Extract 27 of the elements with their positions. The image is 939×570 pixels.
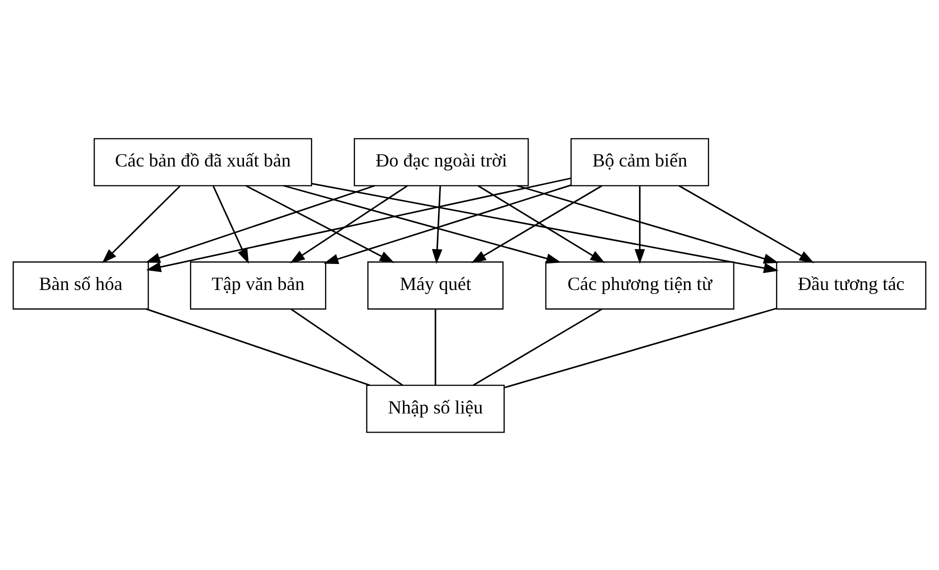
node-box: Đo đạc ngoài trời — [354, 138, 529, 186]
arrow — [634, 186, 645, 264]
node-box: Đầu tương tác — [776, 260, 926, 310]
arrow — [145, 184, 375, 262]
node-box: Nhập số liệu — [366, 384, 505, 432]
arrow — [432, 186, 442, 264]
arrow — [146, 177, 571, 272]
connector — [146, 308, 370, 386]
arrow — [246, 184, 395, 263]
connector — [504, 307, 777, 388]
arrow — [290, 184, 408, 263]
node-box: Tập văn bản — [190, 260, 326, 310]
arrow — [324, 184, 571, 264]
arrow — [678, 184, 814, 263]
connector — [290, 308, 404, 386]
connector — [472, 308, 602, 386]
node-box: Bàn số hóa — [12, 260, 149, 310]
arrow — [212, 185, 249, 264]
node-box: Các bản đồ đã xuất bản — [94, 138, 312, 186]
node-box: Máy quét — [367, 260, 504, 310]
arrow — [283, 184, 562, 264]
arrow — [312, 182, 779, 273]
arrow — [102, 185, 180, 263]
arrow — [516, 184, 779, 264]
node-box: Các phương tiện từ — [545, 260, 734, 310]
connector — [434, 308, 436, 384]
node-box: Bộ cảm biến — [570, 138, 710, 186]
